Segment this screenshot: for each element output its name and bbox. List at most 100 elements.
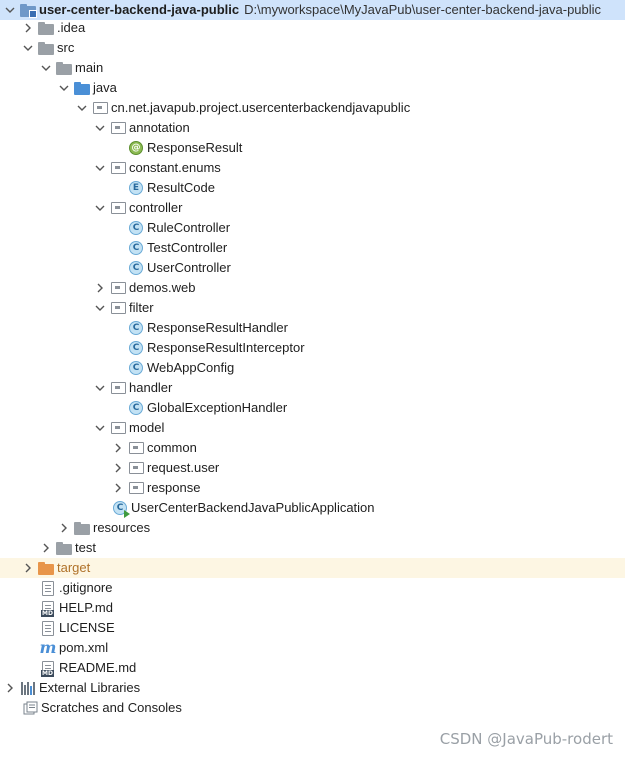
chevron-down-icon[interactable] [94, 118, 106, 138]
tree-row-common[interactable]: common [0, 438, 625, 458]
tree-item-label: README.md [59, 660, 137, 675]
class-icon: C [128, 220, 144, 236]
chevron-right-icon[interactable] [40, 538, 52, 558]
tree-row-annotation[interactable]: annotation [0, 118, 625, 138]
tree-row-scratches[interactable]: Scratches and Consoles [0, 698, 625, 718]
chevron-down-icon[interactable] [76, 98, 88, 118]
tree-item-label: common [147, 440, 197, 455]
tree-item-label: model [129, 420, 165, 435]
folder-icon [38, 40, 54, 56]
chevron-right-icon[interactable] [22, 558, 34, 578]
tree-row-filter[interactable]: filter [0, 298, 625, 318]
tree-row-resources[interactable]: resources [0, 518, 625, 538]
tree-item-label: cn.net.javapub.project.usercenterbackend… [111, 100, 411, 115]
chevron-down-icon[interactable] [94, 298, 106, 318]
source-folder-icon [74, 80, 90, 96]
tree-item-label: demos.web [129, 280, 196, 295]
markdown-file-icon: MD [40, 660, 56, 677]
tree-row-root-package[interactable]: cn.net.javapub.project.usercenterbackend… [0, 98, 625, 118]
chevron-down-icon[interactable] [94, 158, 106, 178]
chevron-right-icon[interactable] [94, 278, 106, 298]
scratches-icon [22, 700, 38, 716]
tree-row-readme-md[interactable]: MD README.md [0, 658, 625, 678]
chevron-down-icon[interactable] [94, 418, 106, 438]
tree-item-label: java [93, 80, 117, 95]
tree-row-demos-web[interactable]: demos.web [0, 278, 625, 298]
tree-item-label: resources [93, 520, 151, 535]
tree-row-idea[interactable]: .idea [0, 18, 625, 38]
tree-row-help-md[interactable]: MD HELP.md [0, 598, 625, 618]
tree-row-src[interactable]: src [0, 38, 625, 58]
tree-row-user-controller[interactable]: C UserController [0, 258, 625, 278]
chevron-down-icon[interactable] [40, 58, 52, 78]
chevron-down-icon[interactable] [94, 378, 106, 398]
tree-row-response-result[interactable]: @ ResponseResult [0, 138, 625, 158]
package-icon [128, 440, 144, 456]
tree-row-target[interactable]: target [0, 558, 625, 578]
tree-row-handler[interactable]: handler [0, 378, 625, 398]
project-path: D:\myworkspace\MyJavaPub\user-center-bac… [244, 2, 602, 17]
tree-item-label: GlobalExceptionHandler [147, 400, 288, 415]
package-icon [128, 460, 144, 476]
chevron-right-icon[interactable] [4, 678, 16, 698]
tree-item-label: constant.enums [129, 160, 221, 175]
tree-item-label: ResponseResult [147, 140, 243, 155]
tree-row-java[interactable]: java [0, 78, 625, 98]
tree-item-label: ResponseResultHandler [147, 320, 288, 335]
tree-item-label: TestController [147, 240, 228, 255]
tree-row-model[interactable]: model [0, 418, 625, 438]
class-icon: C [128, 400, 144, 416]
tree-row-test-controller[interactable]: C TestController [0, 238, 625, 258]
folder-icon [56, 540, 72, 556]
chevron-right-icon[interactable] [112, 458, 124, 478]
tree-item-label: target [57, 560, 91, 575]
tree-row-test[interactable]: test [0, 538, 625, 558]
tree-row-external-libraries[interactable]: External Libraries [0, 678, 625, 698]
tree-row-result-code[interactable]: E ResultCode [0, 178, 625, 198]
tree-row-application[interactable]: C UserCenterBackendJavaPublicApplication [0, 498, 625, 518]
chevron-down-icon[interactable] [94, 198, 106, 218]
folder-icon [38, 20, 54, 36]
tree-row-rule-controller[interactable]: C RuleController [0, 218, 625, 238]
markdown-file-icon: MD [40, 600, 56, 617]
annotation-type-icon: @ [128, 140, 144, 156]
folder-icon [56, 60, 72, 76]
tree-row-web-app-config[interactable]: C WebAppConfig [0, 358, 625, 378]
tree-item-label: src [57, 40, 75, 55]
chevron-down-icon[interactable] [58, 78, 70, 98]
tree-row-gitignore[interactable]: .gitignore [0, 578, 625, 598]
chevron-down-icon[interactable] [4, 0, 16, 20]
enum-icon: E [128, 180, 144, 196]
excluded-folder-icon [38, 560, 54, 576]
tree-row-response[interactable]: response [0, 478, 625, 498]
chevron-down-icon[interactable] [22, 38, 34, 58]
tree-row-constant-enums[interactable]: constant.enums [0, 158, 625, 178]
chevron-right-icon[interactable] [22, 18, 34, 38]
tree-item-label: External Libraries [39, 680, 141, 695]
tree-row-project-root[interactable]: user-center-backend-java-public D:\mywor… [0, 0, 625, 20]
class-icon: C [128, 360, 144, 376]
tree-item-label: main [75, 60, 104, 75]
tree-item-label: controller [129, 200, 183, 215]
tree-row-request-user[interactable]: request.user [0, 458, 625, 478]
package-icon [128, 480, 144, 496]
tree-item-label: HELP.md [59, 600, 113, 615]
tree-row-controller[interactable]: controller [0, 198, 625, 218]
tree-item-label: RuleController [147, 220, 231, 235]
tree-row-pom-xml[interactable]: m pom.xml [0, 638, 625, 658]
package-icon [110, 160, 126, 176]
tree-row-response-result-interceptor[interactable]: C ResponseResultInterceptor [0, 338, 625, 358]
tree-row-license[interactable]: LICENSE [0, 618, 625, 638]
tree-item-label: WebAppConfig [147, 360, 235, 375]
gitignore-file-icon [40, 580, 56, 596]
chevron-right-icon[interactable] [112, 438, 124, 458]
tree-row-main[interactable]: main [0, 58, 625, 78]
tree-item-label: annotation [129, 120, 190, 135]
tree-item-label: .idea [57, 20, 86, 35]
chevron-right-icon[interactable] [112, 478, 124, 498]
tree-row-response-result-handler[interactable]: C ResponseResultHandler [0, 318, 625, 338]
chevron-right-icon[interactable] [58, 518, 70, 538]
class-icon: C [128, 240, 144, 256]
tree-row-global-exception-handler[interactable]: C GlobalExceptionHandler [0, 398, 625, 418]
tree-item-label: ResultCode [147, 180, 215, 195]
